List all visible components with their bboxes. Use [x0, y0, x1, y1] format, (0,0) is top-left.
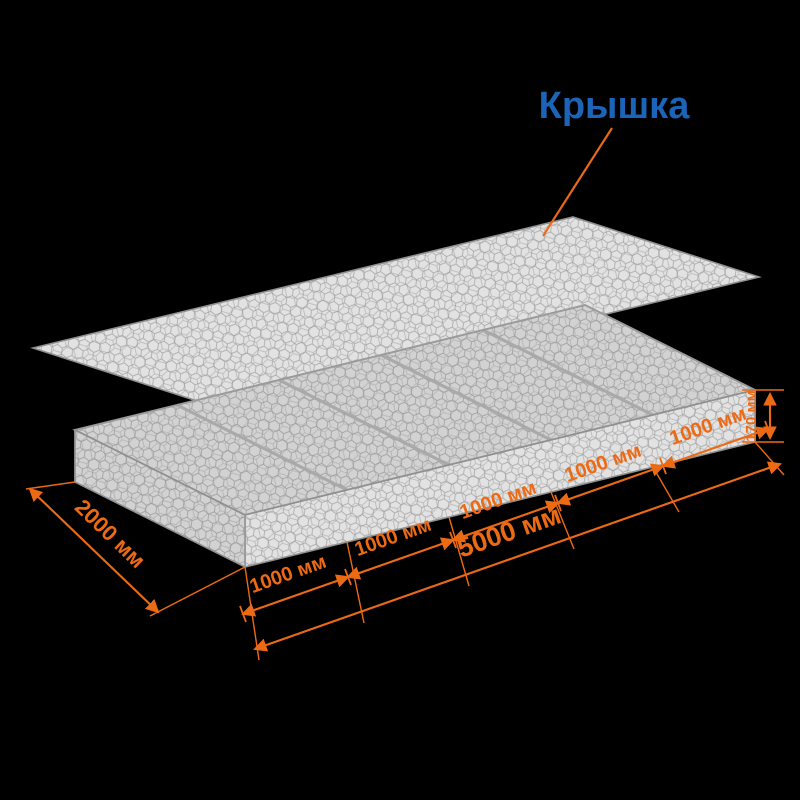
lid-callout-leader-line — [542, 127, 613, 237]
total-length-arrow — [253, 461, 782, 652]
diaphragm-2 — [278, 378, 450, 467]
diaphragm-4 — [482, 328, 654, 417]
height-dimension-label: 170 мм — [743, 390, 760, 441]
width-dimension-arrow — [28, 487, 160, 614]
lid-label: Крышка — [539, 85, 691, 127]
segment-tick — [239, 605, 247, 623]
length-extension-line — [754, 441, 785, 476]
width-extension-line-front — [149, 566, 246, 617]
segment-arrow-5 — [661, 426, 770, 469]
dimension-height: 170 мм — [742, 389, 784, 443]
diaphragm-3 — [380, 353, 552, 442]
width-extension-line-back — [25, 481, 76, 490]
